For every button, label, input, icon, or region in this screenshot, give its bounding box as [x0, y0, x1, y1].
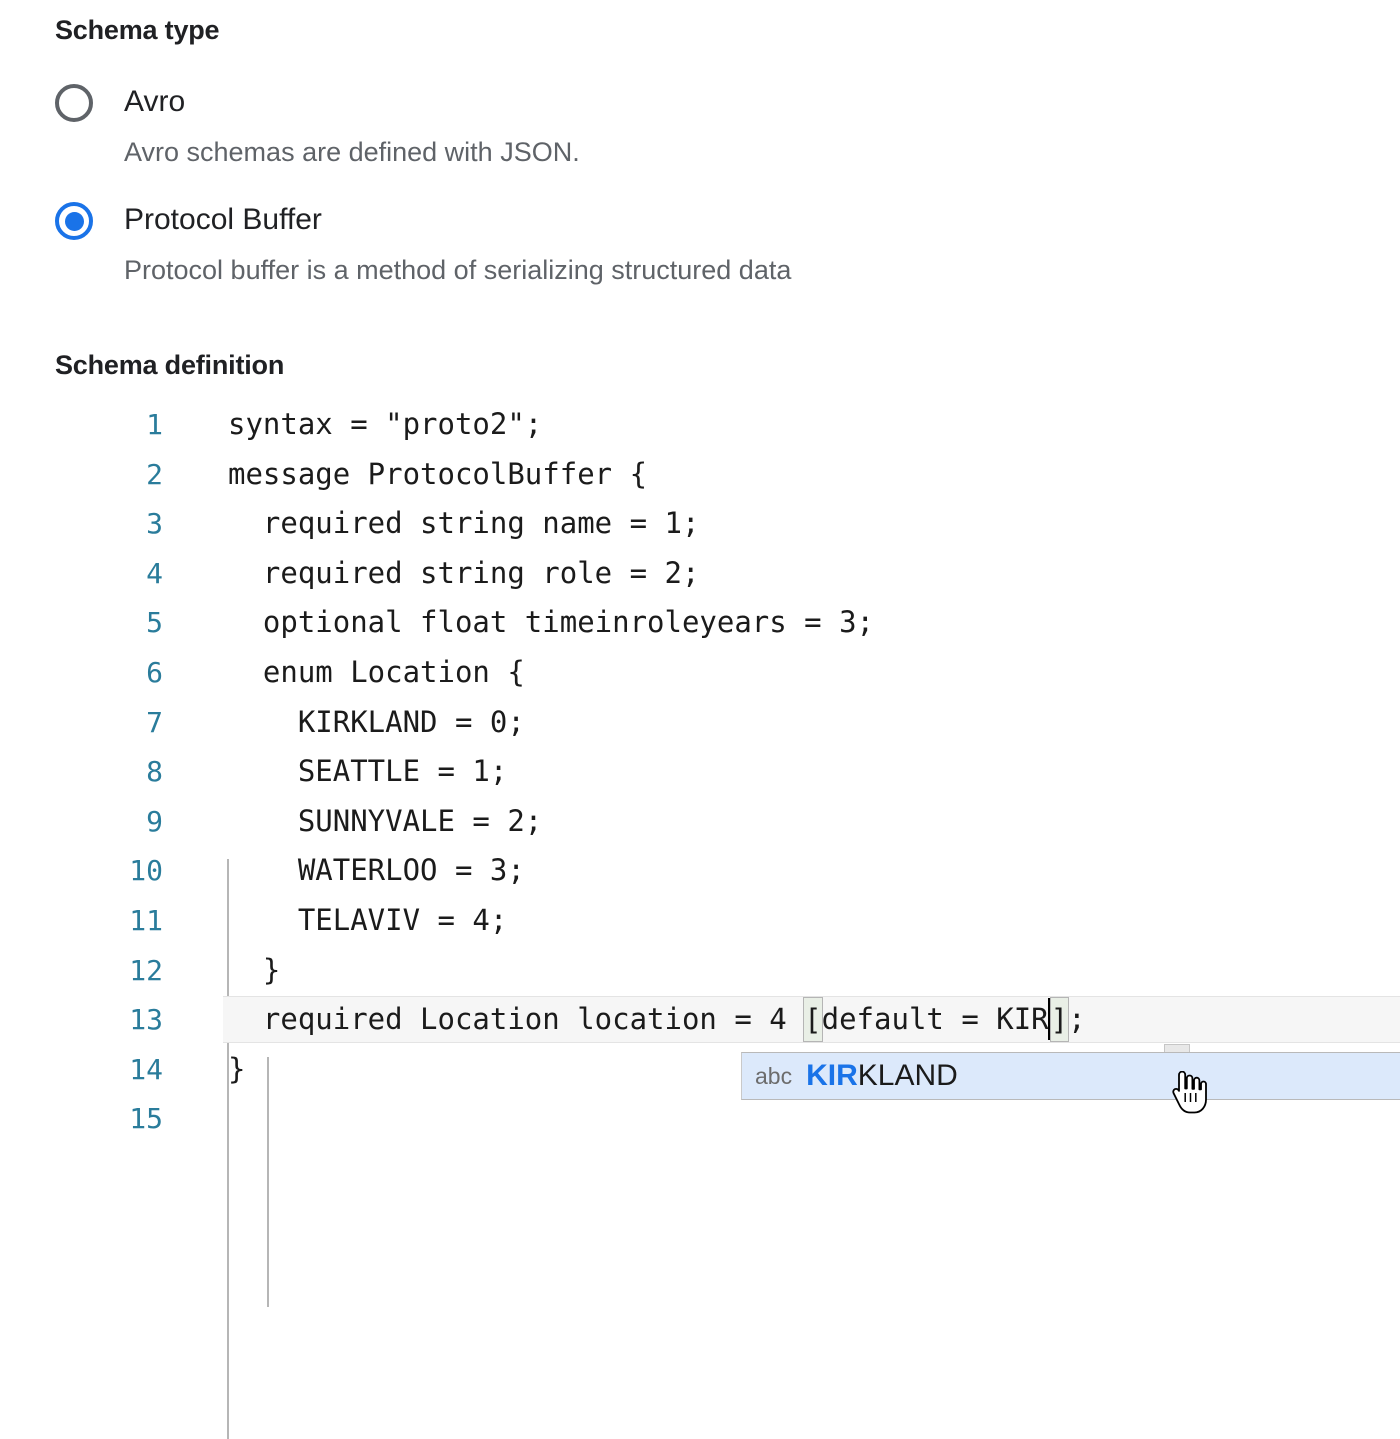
code-line[interactable]: 3 required string name = 1;: [55, 499, 1400, 549]
code-line[interactable]: 10 WATERLOO = 3;: [55, 846, 1400, 896]
line-number: 4: [146, 556, 163, 590]
autocomplete-matched-prefix: KIR: [806, 1059, 858, 1092]
line-number: 5: [146, 606, 163, 640]
code-line-text: required Location location = 4 [default …: [228, 995, 1086, 1045]
code-line[interactable]: 2 message ProtocolBuffer {: [55, 450, 1400, 500]
bracket-match-open: [: [803, 997, 823, 1043]
line-number: 15: [129, 1102, 163, 1136]
autocomplete-item-kirkland[interactable]: abc KIRKLAND: [742, 1053, 1400, 1099]
code-line-text: }: [228, 952, 281, 987]
line-number: 10: [129, 854, 163, 888]
code-line-text: }: [228, 1051, 246, 1086]
code-line[interactable]: 9 SUNNYVALE = 2;: [55, 797, 1400, 847]
code-line[interactable]: 8 SEATTLE = 1;: [55, 747, 1400, 797]
line-number: 6: [146, 655, 163, 689]
code-segment-prefix: required Location location = 4: [228, 1002, 805, 1037]
schema-definition-heading: Schema definition: [55, 350, 285, 380]
indent-guide-level-1: [227, 859, 229, 1439]
abc-text-icon: abc: [755, 1062, 793, 1089]
line-number: 2: [146, 457, 163, 491]
code-line-text: SUNNYVALE = 2;: [228, 803, 543, 838]
code-line[interactable]: 4 required string role = 2;: [55, 549, 1400, 599]
schema-type-heading: Schema type: [55, 15, 220, 45]
code-line-text: optional float timeinroleyears = 3;: [228, 605, 875, 640]
code-segment-inner: default = KIR: [821, 1002, 1049, 1037]
code-line[interactable]: 1 syntax = "proto2";: [55, 400, 1400, 450]
code-line[interactable]: 11 TELAVIV = 4;: [55, 896, 1400, 946]
line-number: 8: [146, 755, 163, 789]
line-number: 12: [129, 953, 163, 987]
code-line-text: SEATTLE = 1;: [228, 754, 508, 789]
code-line-active[interactable]: 13 required Location location = 4 [defau…: [55, 995, 1400, 1045]
code-segment-suffix: ;: [1068, 1002, 1086, 1037]
schema-type-radio-group: Avro Avro schemas are defined with JSON.…: [55, 80, 1055, 285]
radio-button-protocol-buffer[interactable]: [55, 202, 93, 240]
autocomplete-remainder: KLAND: [857, 1059, 958, 1092]
code-line-text: message ProtocolBuffer {: [228, 456, 648, 491]
line-number: 3: [146, 507, 163, 541]
line-number: 7: [146, 705, 163, 739]
radio-description-protocol-buffer: Protocol buffer is a method of serializi…: [124, 255, 792, 285]
line-number: 1: [146, 408, 163, 441]
code-line-text: TELAVIV = 4;: [228, 902, 508, 937]
radio-label-avro[interactable]: Avro: [124, 85, 186, 118]
line-number: 11: [129, 903, 163, 937]
code-line[interactable]: 15: [55, 1094, 1400, 1144]
code-line[interactable]: 12 }: [55, 946, 1400, 996]
autocomplete-item-label: KIRKLAND: [806, 1059, 958, 1093]
code-line[interactable]: 6 enum Location {: [55, 648, 1400, 698]
autocomplete-popup[interactable]: abc KIRKLAND: [741, 1052, 1400, 1100]
line-number: 13: [129, 1003, 163, 1037]
radio-label-protocol-buffer[interactable]: Protocol Buffer: [124, 203, 322, 236]
line-number: 9: [146, 804, 163, 838]
code-line-text: syntax = "proto2";: [228, 407, 543, 441]
line-number: 14: [129, 1052, 163, 1086]
code-line[interactable]: 14 }: [55, 1045, 1400, 1095]
bracket-match-close: ]: [1049, 997, 1070, 1043]
code-line[interactable]: 7 KIRKLAND = 0;: [55, 698, 1400, 748]
code-line-text: KIRKLAND = 0;: [228, 704, 525, 739]
radio-button-avro[interactable]: [55, 84, 93, 122]
code-line-text: required string name = 1;: [228, 506, 700, 541]
code-editor[interactable]: 1 syntax = "proto2"; 2 message ProtocolB…: [55, 400, 1400, 1439]
code-line-text: enum Location {: [228, 654, 525, 689]
radio-option-protocol-buffer[interactable]: Protocol Buffer Protocol buffer is a met…: [55, 198, 1055, 285]
code-line-text: WATERLOO = 3;: [228, 853, 525, 888]
code-line[interactable]: 5 optional float timeinroleyears = 3;: [55, 598, 1400, 648]
radio-description-avro: Avro schemas are defined with JSON.: [124, 137, 580, 167]
radio-option-avro[interactable]: Avro Avro schemas are defined with JSON.: [55, 80, 1055, 198]
code-line-text: required string role = 2;: [228, 555, 700, 590]
